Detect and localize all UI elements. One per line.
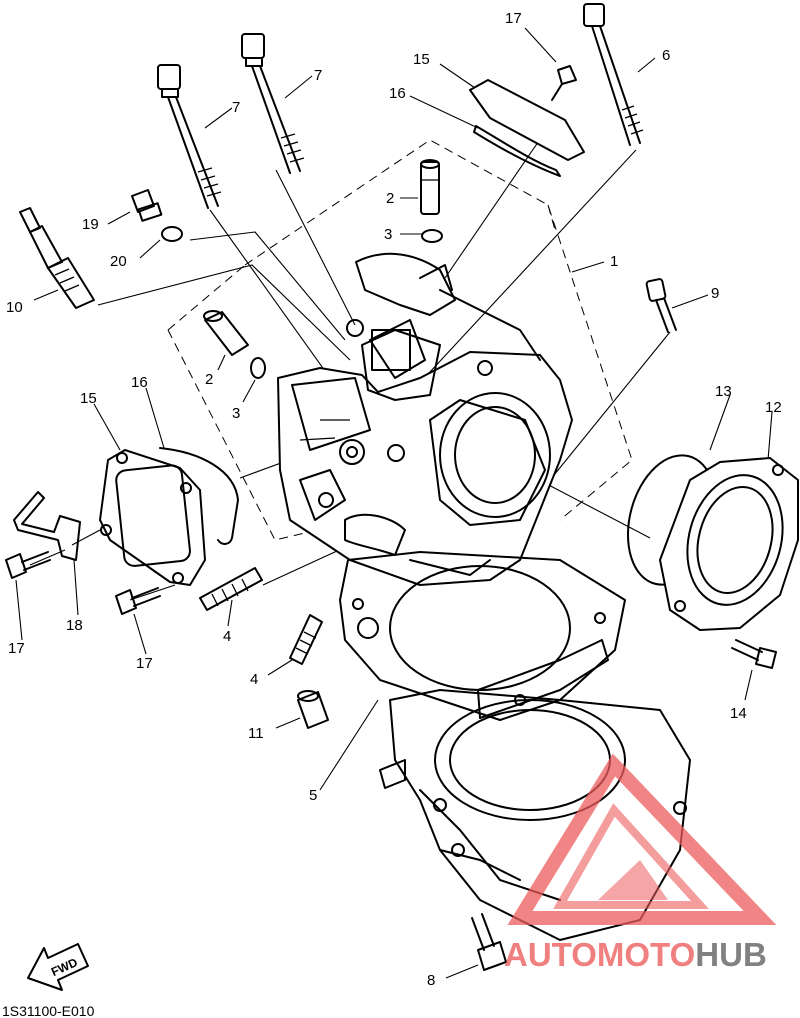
callout-15-top: 15 <box>413 51 430 68</box>
callout-7-left: 7 <box>232 99 240 116</box>
stud-4-upper <box>199 567 263 611</box>
gasket-top <box>473 125 561 177</box>
callout-17-lower: 17 <box>136 655 153 672</box>
valve-guide-upper <box>420 159 440 215</box>
circlip-upper <box>421 229 443 243</box>
callout-3-upper: 3 <box>384 226 392 243</box>
callout-16-left: 16 <box>131 374 148 391</box>
fwd-direction-arrow: FWD <box>27 943 89 991</box>
bolt-7-left <box>157 64 222 209</box>
callout-13: 13 <box>715 383 732 400</box>
bolt-17-left <box>5 551 51 579</box>
callout-7-right: 7 <box>314 67 322 84</box>
bolt-17-lower <box>115 587 161 615</box>
callout-16-top: 16 <box>389 85 406 102</box>
bolt-17-top <box>551 65 577 101</box>
watermark-text: AUTOMOTOHUB <box>504 936 767 973</box>
cylinder-head <box>277 252 573 586</box>
drawing-code: 1S31100-E010 <box>2 1003 95 1018</box>
callout-17-top: 17 <box>505 10 522 27</box>
callout-11: 11 <box>248 725 264 742</box>
side-cover-left <box>99 449 206 586</box>
bracket-18 <box>13 491 81 561</box>
callout-17-left: 17 <box>8 640 25 657</box>
callout-10: 10 <box>6 299 23 316</box>
callout-4-lower: 4 <box>250 671 258 688</box>
bolt-6 <box>583 3 644 146</box>
bolt-9 <box>645 278 677 333</box>
breather-cover-top <box>469 79 585 161</box>
washer-20 <box>161 226 183 242</box>
circlip-left <box>250 357 266 379</box>
stud-4-lower <box>289 614 323 665</box>
dowel-11 <box>297 690 329 729</box>
callout-5: 5 <box>309 787 317 804</box>
callout-12: 12 <box>765 399 782 416</box>
callout-4-upper: 4 <box>223 628 231 645</box>
watermark-triangle-logo <box>507 753 777 925</box>
callout-14: 14 <box>730 705 747 722</box>
bolt-14 <box>731 639 777 669</box>
valve-guide-left <box>203 310 249 356</box>
callout-1: 1 <box>610 253 618 270</box>
gasket-left <box>159 447 239 545</box>
bolt-19 <box>131 189 163 222</box>
part-callouts: 1 2 2 3 3 4 4 5 6 7 7 8 9 10 11 12 13 14… <box>6 10 782 989</box>
callout-19: 19 <box>82 216 99 233</box>
callout-18: 18 <box>66 617 83 634</box>
callout-8: 8 <box>427 972 435 989</box>
bolt-8 <box>471 913 507 971</box>
callout-6: 6 <box>662 47 670 64</box>
spark-plug <box>19 207 95 309</box>
watermark: AUTOMOTOHUB <box>504 753 777 973</box>
callout-15-left: 15 <box>80 390 97 407</box>
callout-2-left: 2 <box>205 371 213 388</box>
bolt-7-right <box>241 33 305 174</box>
callout-9: 9 <box>711 285 719 302</box>
callout-3-left: 3 <box>232 405 240 422</box>
callout-2-upper: 2 <box>386 190 394 207</box>
callout-20: 20 <box>110 253 127 270</box>
exhaust-cover-12 <box>659 457 799 631</box>
